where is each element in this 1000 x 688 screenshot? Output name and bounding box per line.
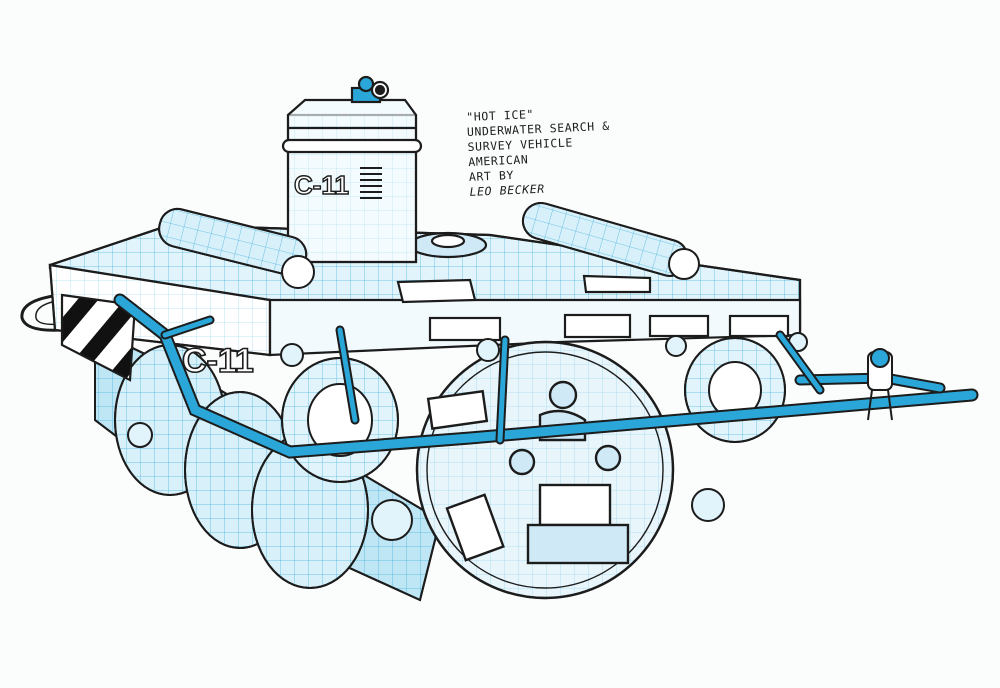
tow-loop <box>20 293 63 332</box>
hull-marking: C-11 <box>182 342 254 380</box>
title-caption: "HOT ICE" UNDERWATER SEARCH & SURVEY VEH… <box>466 103 640 200</box>
viewing-sphere <box>415 340 675 600</box>
tower-marking: C-11 <box>294 170 349 200</box>
conning-tower <box>281 75 423 264</box>
bow-camera <box>867 348 893 421</box>
top-tanks <box>158 201 700 289</box>
lower-hull <box>94 328 442 602</box>
